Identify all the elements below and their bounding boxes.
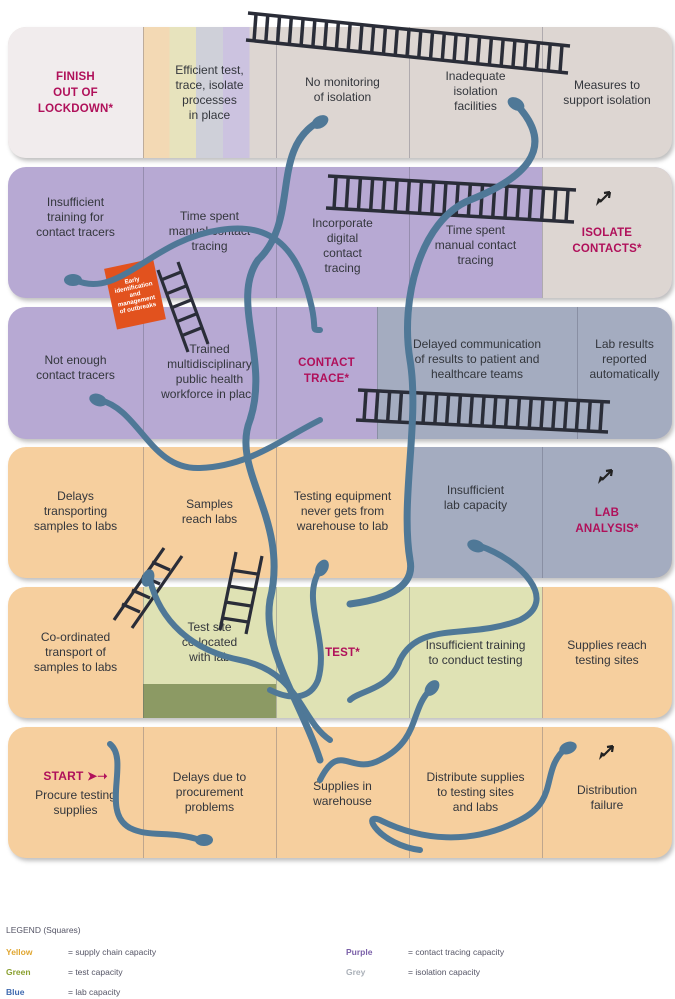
cell-efficient-processes: Efficient test, trace, isolate processes… — [143, 27, 276, 158]
row-contact-trace: Not enough contact tracers Trained multi… — [8, 307, 672, 439]
cell-no-monitoring: No monitoring of isolation — [276, 27, 409, 158]
cell-distribution-failure: Distribution failure — [542, 727, 672, 858]
cell-distribute-supplies: Distribute supplies to testing sites and… — [409, 727, 542, 858]
legend-key-purple: Purple — [346, 947, 408, 957]
digital-tracing-text: Incorporate digital contact tracing — [312, 216, 373, 276]
contact-trace-label: CONTACT TRACE* — [298, 355, 355, 387]
cell-manual-tracing-1: Time spent manual contact tracing — [143, 167, 276, 298]
cell-measures-support: Measures to support isolation — [542, 27, 672, 158]
insufficient-training-tracers-text: Insufficient training for contact tracer… — [36, 195, 115, 240]
delayed-communication-text: Delayed communication of results to pati… — [413, 337, 541, 382]
cell-procurement-delays: Delays due to procurement problems — [143, 727, 276, 858]
cell-supplies-reach-sites: Supplies reach testing sites — [542, 587, 672, 718]
finish-label: FINISH OUT OF LOCKDOWN* — [38, 69, 113, 117]
legend-desc-grey: = isolation capacity — [408, 967, 480, 977]
coordinated-transport-text: Co-ordinated transport of samples to lab… — [34, 630, 117, 675]
legend-key-blue: Blue — [6, 987, 68, 997]
cell-start: START ➤➝ Procure testing supplies — [8, 727, 143, 858]
legend-desc-purple: = contact tracing capacity — [408, 947, 504, 957]
no-monitoring-text: No monitoring of isolation — [305, 75, 380, 105]
testing-equipment-text: Testing equipment never gets from wareho… — [294, 489, 391, 534]
legend-key-yellow: Yellow — [6, 947, 68, 957]
cell-delays-transporting: Delays transporting samples to labs — [8, 447, 143, 578]
distribute-supplies-text: Distribute supplies to testing sites and… — [426, 770, 524, 815]
distribution-failure-text: Distribution failure — [577, 783, 637, 813]
legend-title: LEGEND (Squares) — [6, 925, 81, 935]
cell-isolate-contacts: ISOLATE CONTACTS* — [542, 167, 672, 298]
legend-desc-blue: = lab capacity — [68, 987, 120, 997]
cell-test-site-colocated: Test site co-located with lab — [143, 587, 276, 718]
test-site-colocated-text: Test site co-located with lab — [182, 620, 237, 665]
cell-lab-analysis: LAB ANALYSIS* — [542, 447, 672, 578]
cell-manual-tracing-2: Time spent manual contact tracing — [409, 167, 542, 298]
lab-results-automatic-text: Lab results reported automatically — [589, 337, 659, 382]
procure-supplies-text: Procure testing supplies — [35, 788, 116, 818]
cell-finish: FINISH OUT OF LOCKDOWN* — [8, 27, 143, 158]
manual-tracing-1-text: Time spent manual contact tracing — [169, 209, 250, 254]
lab-analysis-label: LAB ANALYSIS* — [575, 505, 638, 537]
supplies-warehouse-text: Supplies in warehouse — [313, 779, 372, 809]
arrow-icon: ➤➝ — [87, 769, 108, 783]
row-test: Co-ordinated transport of samples to lab… — [8, 587, 672, 718]
cell-insufficient-lab: Insufficient lab capacity — [409, 447, 542, 578]
cell-test: TEST* — [276, 587, 409, 718]
trained-workforce-text: Trained multidisciplinary public health … — [161, 342, 258, 402]
row-finish: FINISH OUT OF LOCKDOWN* Efficient test, … — [8, 27, 672, 158]
cell-samples-reach-labs: Samples reach labs — [143, 447, 276, 578]
legend-key-grey: Grey — [346, 967, 408, 977]
cell-trained-workforce: Trained multidisciplinary public health … — [143, 307, 276, 439]
cell-testing-equipment: Testing equipment never gets from wareho… — [276, 447, 409, 578]
start-label: START ➤➝ — [43, 768, 107, 784]
delays-transporting-text: Delays transporting samples to labs — [34, 489, 117, 534]
samples-reach-labs-text: Samples reach labs — [182, 497, 237, 527]
legend-desc-green: = test capacity — [68, 967, 123, 977]
cell-digital-tracing: Incorporate digital contact tracing — [276, 167, 409, 298]
row-lab: Delays transporting samples to labs Samp… — [8, 447, 672, 578]
cell-supplies-warehouse: Supplies in warehouse — [276, 727, 409, 858]
measures-support-text: Measures to support isolation — [563, 78, 650, 108]
efficient-processes-text: Efficient test, trace, isolate processes… — [175, 63, 243, 123]
manual-tracing-2-text: Time spent manual contact tracing — [435, 223, 516, 268]
cell-inadequate-facilities: Inadequate isolation facilities — [409, 27, 542, 158]
inadequate-facilities-text: Inadequate isolation facilities — [445, 69, 505, 114]
legend-key-green: Green — [6, 967, 68, 977]
cell-delayed-communication: Delayed communication of results to pati… — [377, 307, 577, 439]
legend-desc-yellow: = supply chain capacity — [68, 947, 156, 957]
isolate-contacts-label: ISOLATE CONTACTS* — [572, 225, 641, 257]
cell-coordinated-transport: Co-ordinated transport of samples to lab… — [8, 587, 143, 718]
not-enough-tracers-text: Not enough contact tracers — [36, 353, 115, 383]
cell-lab-results-automatic: Lab results reported automatically — [577, 307, 672, 439]
supplies-reach-sites-text: Supplies reach testing sites — [567, 638, 646, 668]
cell-insufficient-training-testing: Insufficient training to conduct testing — [409, 587, 542, 718]
legend: LEGEND (Squares) Yellow= supply chain ca… — [0, 920, 675, 999]
test-label: TEST* — [325, 645, 360, 661]
procurement-delays-text: Delays due to procurement problems — [173, 770, 246, 815]
insufficient-lab-text: Insufficient lab capacity — [444, 483, 507, 513]
insufficient-training-testing-text: Insufficient training to conduct testing — [426, 638, 526, 668]
row-start: START ➤➝ Procure testing supplies Delays… — [8, 727, 672, 858]
cell-contact-trace: CONTACT TRACE* — [276, 307, 377, 439]
